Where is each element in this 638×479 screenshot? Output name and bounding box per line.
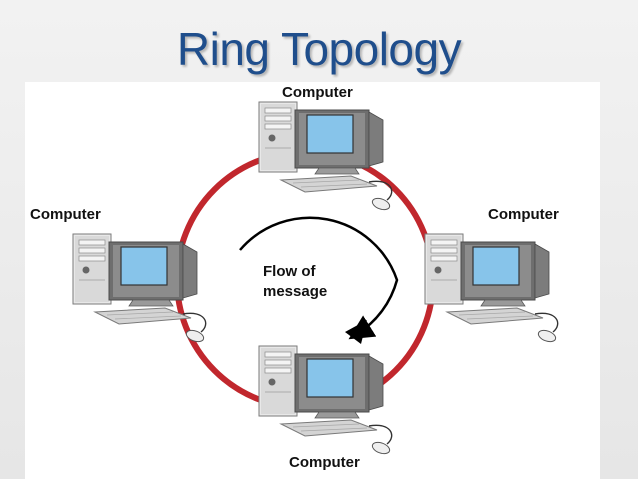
node-label-left: Computer bbox=[30, 206, 101, 223]
flow-of-message-label: Flow of message bbox=[263, 262, 327, 302]
computer-icon-bottom bbox=[258, 345, 393, 457]
node-label-right: Computer bbox=[488, 206, 559, 223]
computer-icon-right bbox=[424, 233, 559, 345]
diagram-panel: Computer Computer Computer Computer Flow… bbox=[25, 82, 600, 479]
flow-label-line2: message bbox=[263, 283, 328, 300]
node-label-bottom: Computer bbox=[289, 454, 360, 471]
node-label-top: Computer bbox=[282, 84, 353, 101]
curved-arrow-icon bbox=[239, 216, 399, 340]
computer-icon-top bbox=[258, 101, 393, 213]
flow-label-line1: Flow of bbox=[263, 263, 316, 280]
ring-topology-diagram bbox=[72, 101, 559, 457]
slide-title: Ring Topology bbox=[176, 23, 462, 75]
